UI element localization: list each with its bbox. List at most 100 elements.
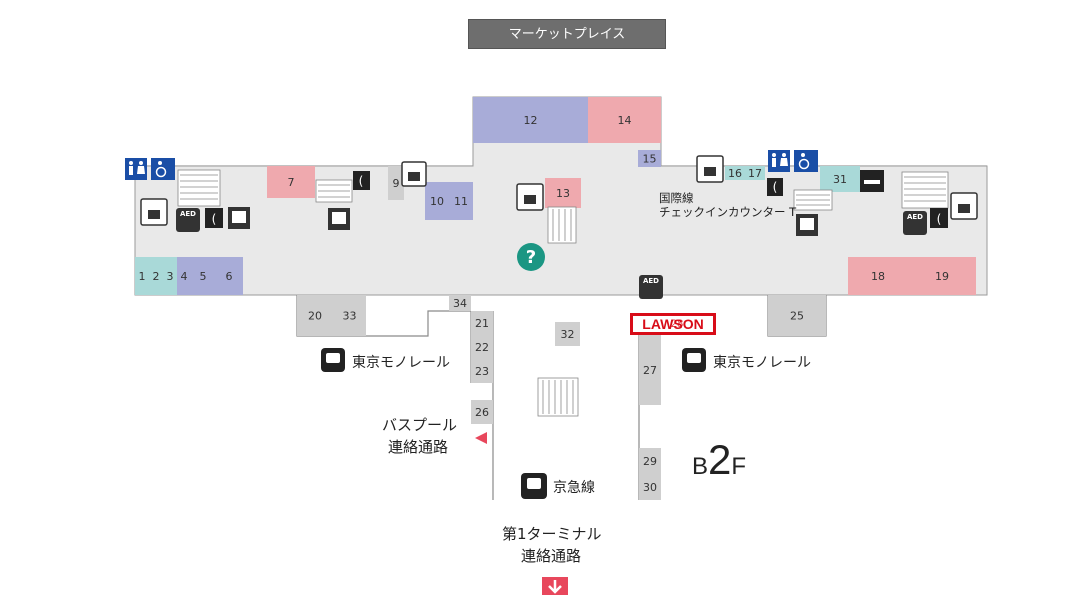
marketplace-banner[interactable]: マーケットプレイス [468, 19, 666, 49]
shop-block [388, 166, 404, 200]
floor-indicator: B2F [692, 436, 746, 484]
wheelchair-icon [151, 158, 175, 180]
shop-12[interactable]: 12 [473, 97, 588, 143]
shop-22[interactable]: 22 [471, 335, 493, 359]
shop-number: 17 [748, 167, 762, 180]
shop-31[interactable]: 31 [820, 166, 860, 192]
shop-block [471, 335, 493, 359]
floor-prefix: B [692, 453, 709, 480]
terminal1-label: 第1ターミナル [502, 525, 602, 543]
lawson-store[interactable]: LAWSON 28 [630, 313, 716, 335]
aed-icons [176, 208, 927, 299]
shop-number: 4 [181, 270, 188, 283]
shop-block [471, 311, 493, 335]
shop-29[interactable]: 29 [639, 448, 661, 474]
shop-number: 5 [200, 270, 207, 283]
aed-icon: AED [907, 213, 923, 221]
shop-number: 30 [643, 481, 657, 494]
shop-5[interactable]: 5 [191, 257, 215, 295]
shop-2[interactable]: 2 [149, 257, 163, 295]
svg-text:(: ( [212, 212, 217, 226]
lawson-label: LAWSON [642, 316, 704, 332]
train-icon [521, 473, 547, 499]
shop-7[interactable]: 7 [267, 166, 315, 198]
shop-32[interactable]: 32 [555, 322, 580, 346]
shop-20[interactable]: 20 [297, 295, 333, 336]
floor-suffix: F [731, 453, 747, 480]
shop-30[interactable]: 30 [639, 474, 661, 500]
aed-icon: AED [180, 210, 196, 218]
monorail-label-left: 東京モノレール [352, 355, 450, 371]
shop-4[interactable]: 4 [177, 257, 191, 295]
shop-16[interactable]: 16 [725, 166, 745, 180]
shop-number: 15 [643, 153, 657, 166]
shop-26[interactable]: 26 [471, 400, 493, 424]
shop-number: 9 [393, 177, 400, 190]
shop-block [449, 182, 473, 220]
shop-block [820, 166, 860, 192]
shop-6[interactable]: 6 [215, 257, 243, 295]
shop-block [768, 295, 826, 336]
shop-18[interactable]: 18 [848, 257, 908, 295]
shop-1[interactable]: 1 [135, 257, 149, 295]
shop-block [639, 335, 661, 405]
shop-15[interactable]: 15 [638, 150, 661, 167]
shop-number: 18 [871, 270, 885, 283]
shop-number: 2 [153, 270, 160, 283]
svg-text:(: ( [773, 180, 778, 194]
shop-number: 7 [288, 176, 295, 189]
shop-number: 20 [308, 310, 322, 323]
shop-23[interactable]: 23 [471, 359, 493, 383]
svg-text:(: ( [937, 212, 942, 226]
shop-block [135, 257, 149, 295]
checkin-counter-label: チェックインカウンター T [659, 205, 797, 219]
shop-19[interactable]: 19 [908, 257, 976, 295]
shop-block [555, 322, 580, 346]
shop-34[interactable]: 34 [449, 295, 471, 311]
intl-line-label: 国際線 [659, 191, 694, 205]
floor-number: 2 [708, 436, 732, 483]
info-icon: ? [517, 243, 545, 271]
shop-block [473, 97, 588, 143]
shop-number: 22 [475, 341, 489, 354]
shop-block [149, 257, 163, 295]
smoking-icon [860, 170, 884, 192]
shop-25[interactable]: 25 [768, 295, 826, 336]
shop-17[interactable]: 17 [745, 166, 765, 180]
main-floor [134, 96, 988, 505]
shop-number: 27 [643, 364, 657, 377]
shop-27[interactable]: 27 [639, 335, 661, 405]
aed-icon: AED [643, 277, 659, 285]
shop-block [471, 400, 493, 424]
bus-pool-label: バスプール [382, 416, 458, 434]
shop-number: 3 [167, 270, 174, 283]
shop-block [725, 166, 745, 180]
shop-13[interactable]: 13 [545, 178, 581, 208]
monorail-icon [321, 348, 345, 372]
shop-number: 23 [475, 365, 489, 378]
shop-number: 10 [430, 195, 444, 208]
monorail-icon [682, 348, 706, 372]
shop-10[interactable]: 10 [425, 182, 449, 220]
shop-11[interactable]: 11 [449, 182, 473, 220]
down-arrow-icon [542, 577, 568, 595]
shop-number: 29 [643, 455, 657, 468]
shop-number: 14 [618, 114, 632, 127]
shop-33[interactable]: 33 [333, 295, 366, 336]
shop-number: 6 [226, 270, 233, 283]
shop-14[interactable]: 14 [588, 97, 661, 143]
shop-number: 19 [935, 270, 949, 283]
shop-block [425, 182, 449, 220]
shop-block [745, 166, 765, 180]
shop-21[interactable]: 21 [471, 311, 493, 335]
restroom-icon [768, 150, 790, 172]
shop-number: 25 [790, 310, 804, 323]
bus-connecting-passage-label: 連絡通路 [388, 438, 449, 456]
shop-3[interactable]: 3 [163, 257, 177, 295]
escalator-hatching [177, 169, 949, 417]
shop-block [297, 295, 333, 336]
shop-number: 31 [833, 173, 847, 186]
shop-9[interactable]: 9 [388, 166, 404, 200]
shop-number: 34 [453, 297, 467, 310]
